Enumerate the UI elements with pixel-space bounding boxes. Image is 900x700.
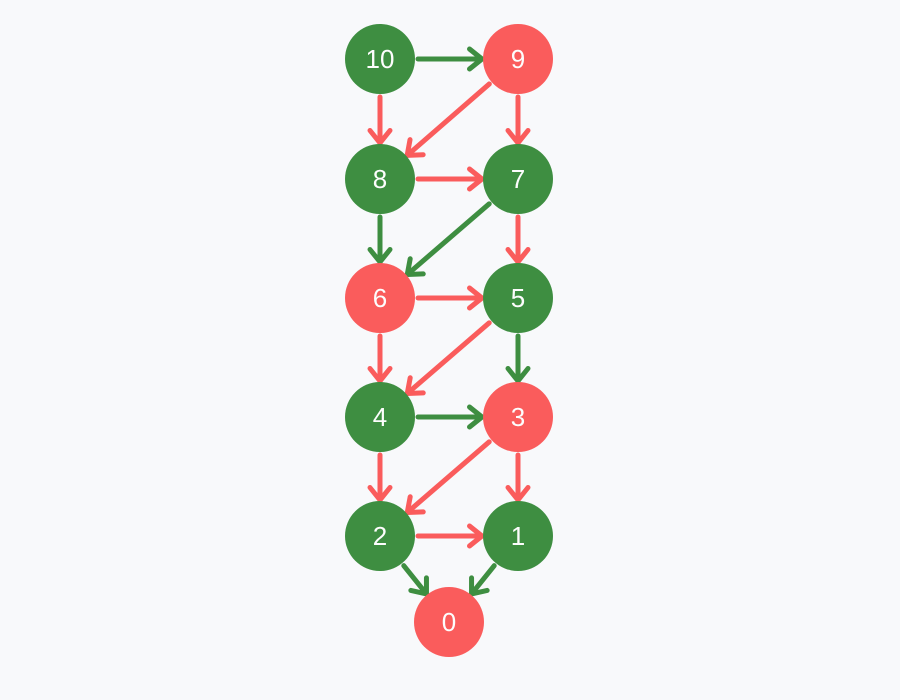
node-label: 1 xyxy=(511,521,525,551)
node-circle[interactable] xyxy=(345,382,415,452)
arrowhead-icon xyxy=(505,366,531,384)
edge-8-7 xyxy=(415,166,485,192)
node-3[interactable]: 3 xyxy=(483,382,553,452)
edge-10-8 xyxy=(367,94,393,146)
node-0[interactable]: 0 xyxy=(414,587,484,657)
node-8[interactable]: 8 xyxy=(345,144,415,214)
node-label: 5 xyxy=(511,283,525,313)
edge-9-7 xyxy=(505,94,531,146)
arrowhead-icon xyxy=(404,494,426,515)
arrowhead-icon xyxy=(367,247,393,265)
node-circle[interactable] xyxy=(414,587,484,657)
edge-3-2 xyxy=(404,439,492,515)
node-label: 0 xyxy=(442,607,456,637)
node-label: 4 xyxy=(373,402,387,432)
arrowhead-icon xyxy=(505,128,531,146)
node-5[interactable]: 5 xyxy=(483,263,553,333)
node-label: 10 xyxy=(366,44,395,74)
node-2[interactable]: 2 xyxy=(345,501,415,571)
arrowhead-icon xyxy=(367,128,393,146)
arrowhead-icon xyxy=(467,523,485,549)
edge-4-2 xyxy=(367,452,393,503)
node-circle[interactable] xyxy=(345,144,415,214)
edge-2-1 xyxy=(415,523,485,549)
arrowhead-icon xyxy=(404,375,426,396)
edge-1-0 xyxy=(469,563,497,597)
node-circle[interactable] xyxy=(483,501,553,571)
edge-9-8 xyxy=(404,81,492,158)
node-circle[interactable] xyxy=(345,263,415,333)
node-label: 2 xyxy=(373,521,387,551)
node-label: 3 xyxy=(511,402,525,432)
node-circle[interactable] xyxy=(345,24,415,94)
arrowhead-icon xyxy=(469,575,490,597)
edge-6-4 xyxy=(367,333,393,384)
edge-5-3 xyxy=(505,333,531,384)
node-1[interactable]: 1 xyxy=(483,501,553,571)
edge-8-6 xyxy=(367,214,393,265)
arrowhead-icon xyxy=(467,404,485,430)
node-6[interactable]: 6 xyxy=(345,263,415,333)
arrowhead-icon xyxy=(408,575,429,597)
edge-10-9 xyxy=(415,46,485,72)
edge-7-5 xyxy=(505,214,531,265)
edge-4-3 xyxy=(415,404,485,430)
edge-2-0 xyxy=(401,563,429,597)
arrowhead-icon xyxy=(404,256,426,277)
edge-6-5 xyxy=(415,285,485,311)
edge-3-1 xyxy=(505,452,531,503)
node-4[interactable]: 4 xyxy=(345,382,415,452)
edge-7-6 xyxy=(404,201,492,277)
arrowhead-icon xyxy=(505,247,531,265)
node-7[interactable]: 7 xyxy=(483,144,553,214)
edge-5-4 xyxy=(404,320,492,396)
arrowhead-icon xyxy=(367,485,393,503)
arrowhead-icon xyxy=(367,366,393,384)
node-label: 8 xyxy=(373,164,387,194)
node-circle[interactable] xyxy=(483,263,553,333)
node-label: 7 xyxy=(511,164,525,194)
edges-layer xyxy=(367,46,531,597)
node-label: 9 xyxy=(511,44,525,74)
arrowhead-icon xyxy=(467,166,485,192)
node-circle[interactable] xyxy=(483,144,553,214)
node-circle[interactable] xyxy=(483,24,553,94)
node-circle[interactable] xyxy=(345,501,415,571)
node-10[interactable]: 10 xyxy=(345,24,415,94)
arrowhead-icon xyxy=(467,46,485,72)
node-circle[interactable] xyxy=(483,382,553,452)
node-label: 6 xyxy=(373,283,387,313)
node-9[interactable]: 9 xyxy=(483,24,553,94)
arrowhead-icon xyxy=(505,485,531,503)
arrowhead-icon xyxy=(467,285,485,311)
arrowhead-icon xyxy=(404,137,426,158)
